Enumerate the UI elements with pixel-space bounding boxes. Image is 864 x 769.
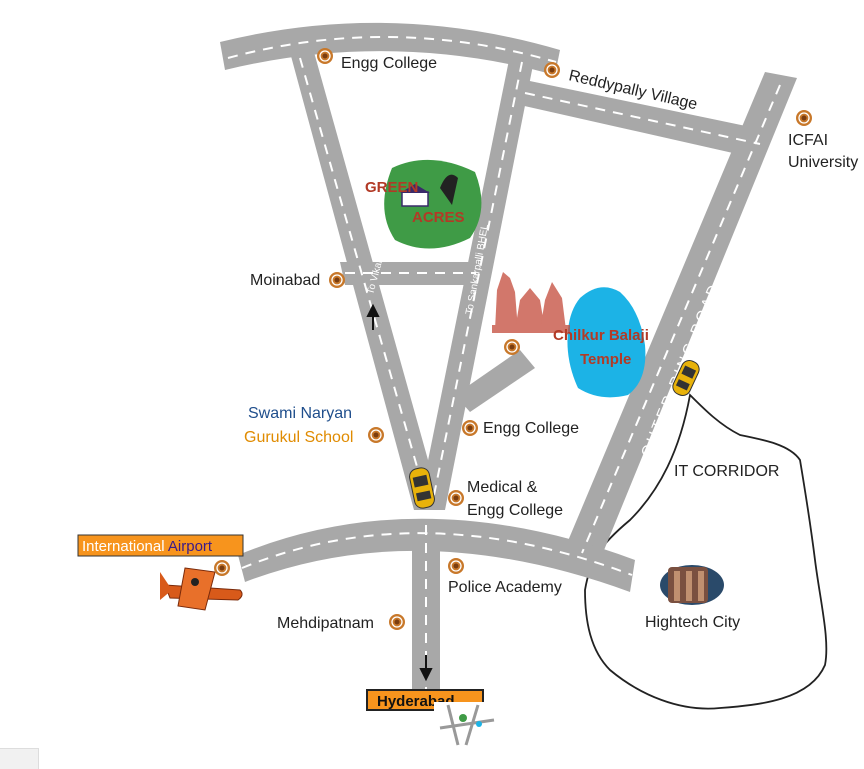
taxi-icon bbox=[409, 467, 435, 509]
label-police-academy: Police Academy bbox=[448, 579, 562, 596]
label-international: International bbox=[82, 538, 168, 555]
arrow-down-icon bbox=[419, 655, 433, 682]
route-map: To Vikarabad To Sankarpalli BHEL OUTER R… bbox=[60, 0, 864, 748]
svg-text:International Airport: International Airport bbox=[82, 538, 213, 555]
mini-map-icon bbox=[434, 702, 496, 746]
arrow-up-icon bbox=[366, 303, 380, 330]
label-it-corridor: IT CORRIDOR bbox=[674, 463, 779, 480]
green-acres-label-2: ACRES bbox=[412, 209, 465, 226]
building-icon bbox=[660, 565, 724, 605]
green-acres-area bbox=[384, 159, 482, 249]
location-marker-icon bbox=[503, 338, 521, 356]
lake-icon bbox=[567, 287, 646, 398]
building-icon bbox=[400, 174, 458, 207]
label-engg-college-top: Engg College bbox=[341, 55, 437, 72]
location-marker-icon bbox=[213, 559, 231, 577]
location-marker-icon bbox=[388, 613, 406, 631]
taxi-icon bbox=[672, 360, 700, 396]
label-moinabad: Moinabad bbox=[250, 272, 320, 289]
location-marker-icon bbox=[367, 426, 385, 444]
temple-icon bbox=[492, 272, 570, 333]
location-marker-icon bbox=[461, 419, 479, 437]
label-hightech-city: Hightech City bbox=[645, 614, 740, 631]
location-marker-icon bbox=[447, 557, 465, 575]
location-marker-icon bbox=[543, 61, 561, 79]
label-mehdipatnam: Mehdipatnam bbox=[277, 615, 374, 632]
green-acres-label-1: GREEN bbox=[365, 179, 418, 196]
label-airport: Airport bbox=[168, 538, 213, 555]
airport-label-box: International Airport bbox=[77, 534, 244, 557]
location-marker-icon bbox=[447, 489, 465, 507]
location-marker-icon bbox=[795, 109, 813, 127]
location-marker-icon bbox=[316, 47, 334, 65]
corner-box bbox=[0, 748, 39, 769]
location-marker-icon bbox=[328, 271, 346, 289]
label-swami: Swami Naryan bbox=[248, 405, 352, 422]
label-medical-1: Medical & bbox=[467, 479, 538, 496]
label-icfai-2: University bbox=[788, 154, 858, 171]
label-gurukul: Gurukul School bbox=[244, 429, 353, 446]
label-medical-2: Engg College bbox=[467, 502, 563, 519]
airplane-icon bbox=[160, 567, 243, 611]
label-icfai-1: ICFAI bbox=[788, 132, 828, 149]
label-engg-college-mid: Engg College bbox=[483, 420, 579, 437]
chilkur-label-2: Temple bbox=[580, 351, 631, 368]
chilkur-label-1: Chilkur Balaji bbox=[553, 327, 649, 344]
